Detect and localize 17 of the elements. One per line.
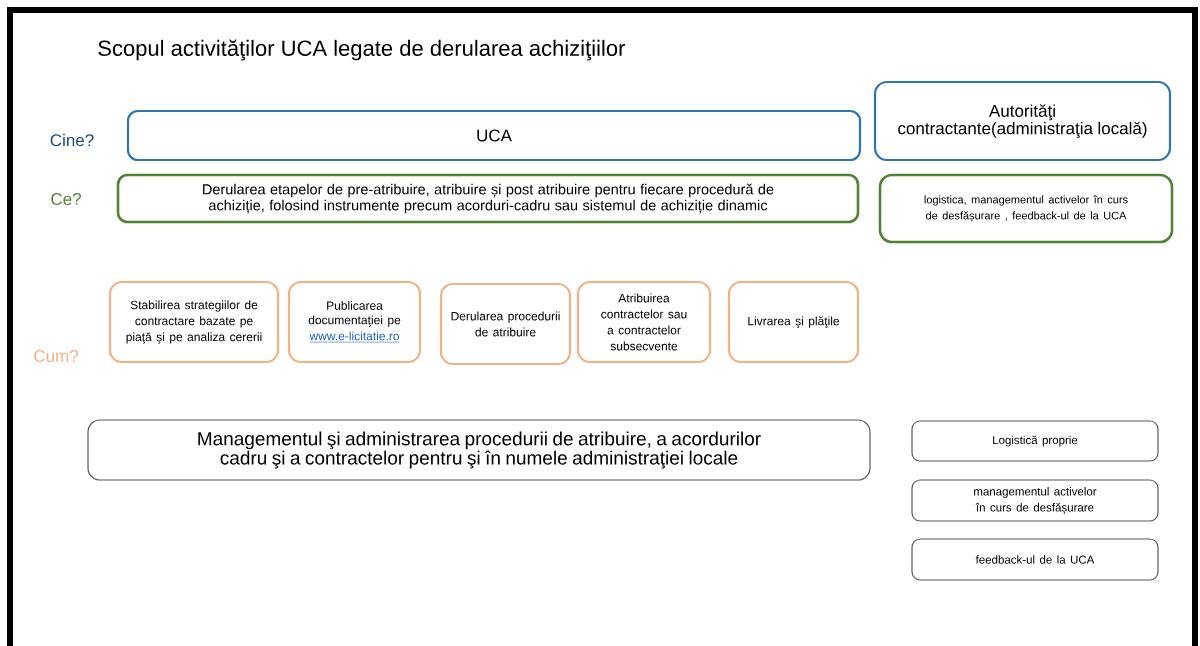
process-box: managementul activelor în curs de desfășurare [911,479,1159,522]
process-box: Derularea etapelor de pre-atribuire, atribuire și post atribuire pentru fiecare procedură de achiziție, folosind instrumente precum acorduri-cadru sau sistemul de achiziție dinamic [116,173,860,224]
process-box: logistica, managementul activelor în curs de desfășurare , feedback-ul de la UCA [878,173,1174,244]
process-box: Derularea procedurii de atribuire [439,282,572,366]
process-box: Livrarea şi plăţile [727,280,860,364]
process-box: Stabilirea strategiilor de contractare bazate pe piaţă şi pe analiza cererii [108,280,280,364]
row-label: Cine? [50,133,94,147]
process-box: Managementul şi administrarea procedurii de atribuire, a acordurilor cadru şi a contractelor pentru şi în numele administraţiei locale [87,419,871,481]
process-box: Publicarea documentaţiei pe www.e-licitatie.ro [287,280,422,364]
row-label: Cum? [34,349,79,362]
process-box: Logistică proprie [911,420,1159,462]
process-box: Atribuirea contractelor sau a contractelor subsecvente [576,280,712,364]
row-label: Ce? [51,192,81,205]
process-box: feedback-ul de la UCA [911,538,1159,581]
process-box: UCA [126,109,862,162]
title: Scopul activităţilor UCA legate de derularea achiziţiilor [98,39,626,61]
process-box: Autorităţi contractante(administraţia locală) [873,80,1172,162]
